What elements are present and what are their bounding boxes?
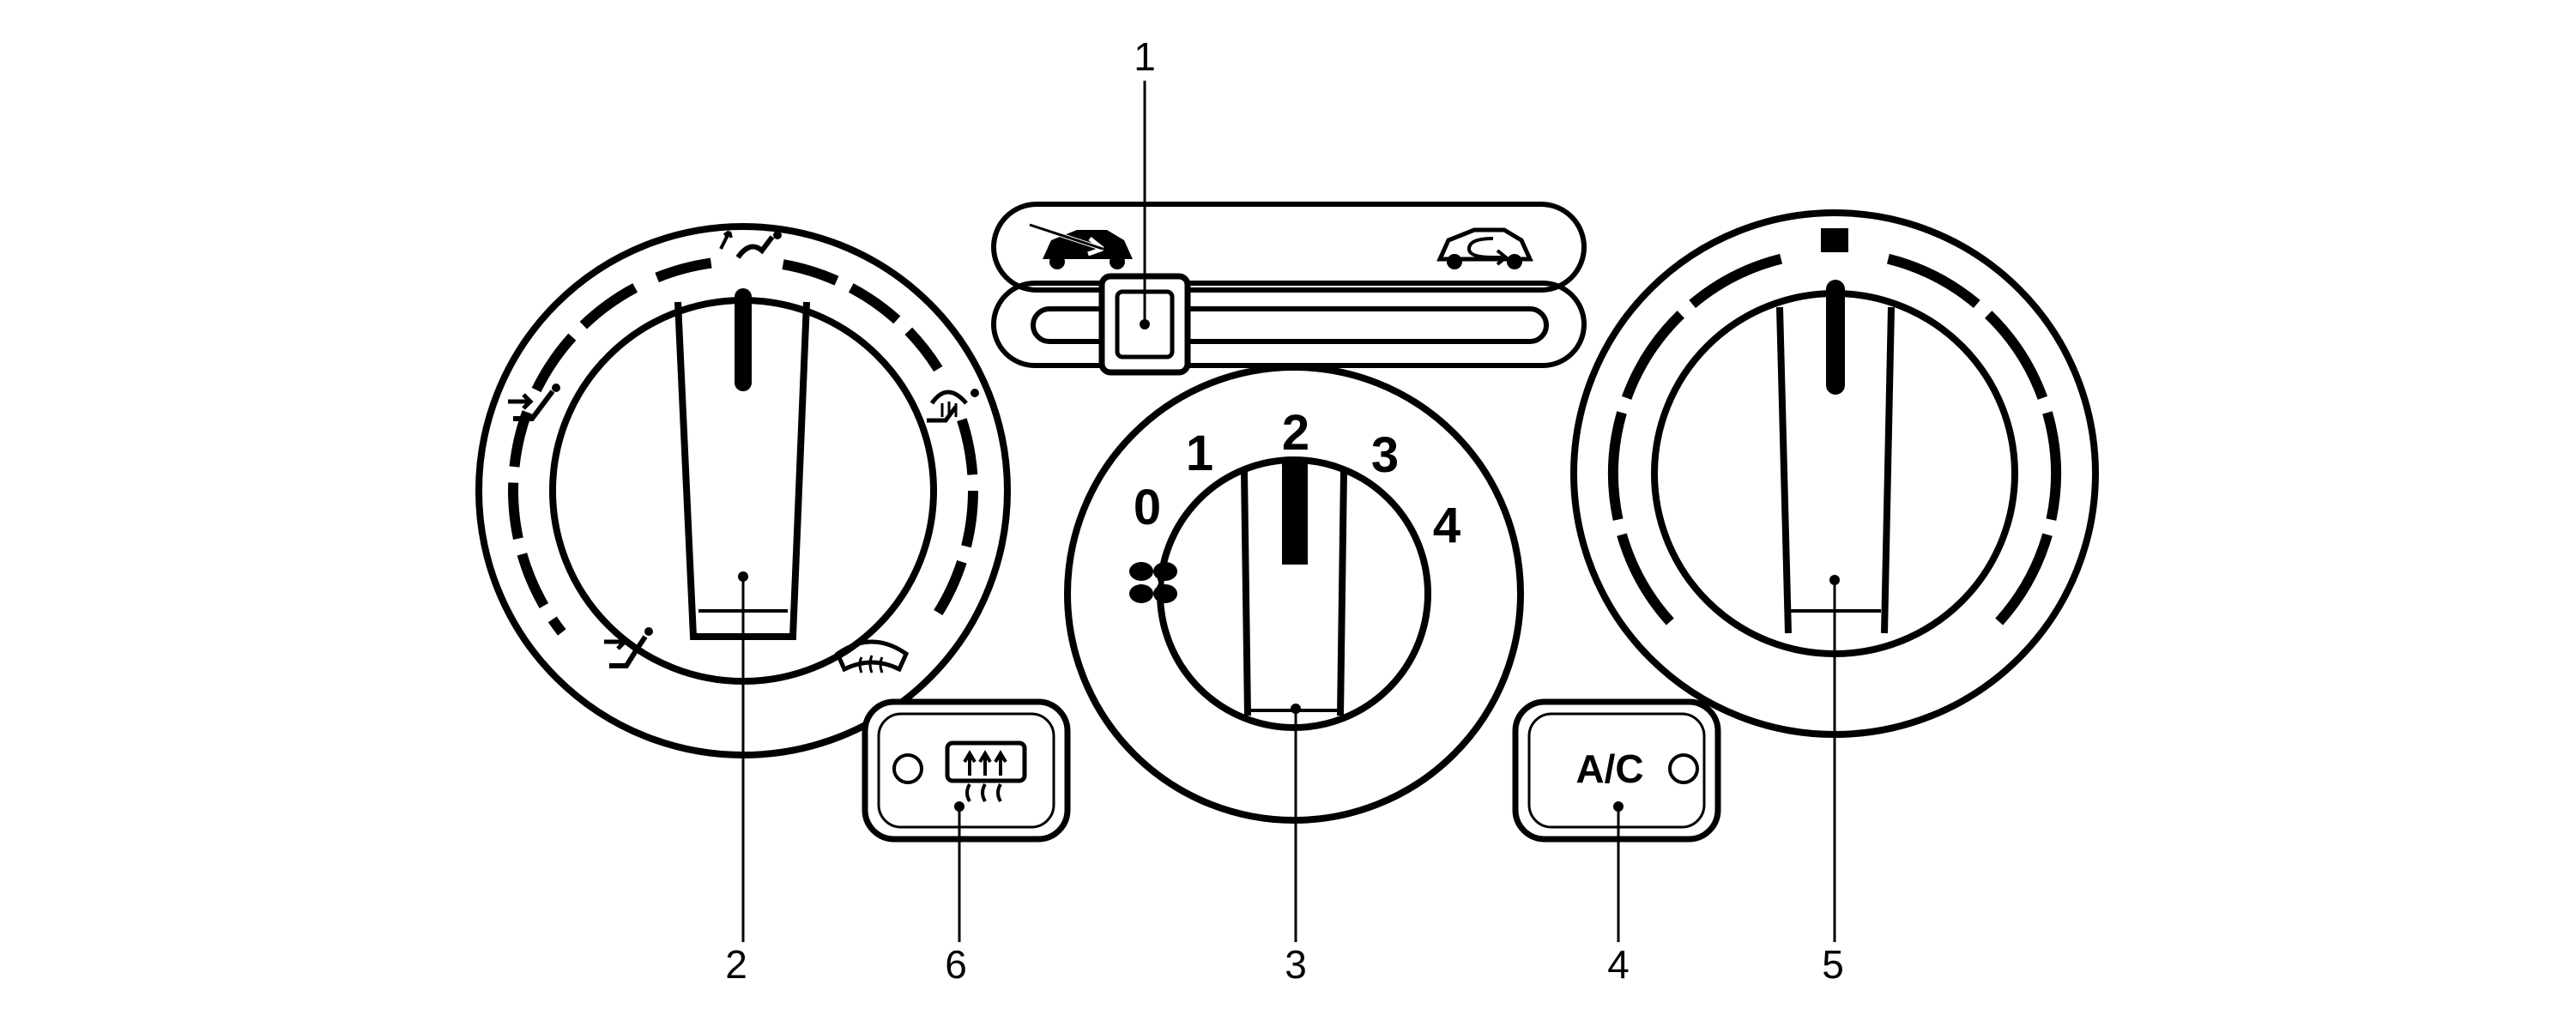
callout-4: 4 — [1607, 942, 1630, 987]
fan-speed-1: 1 — [1186, 426, 1213, 481]
temperature-segment-6 — [2042, 411, 2061, 521]
temperature-segment-5 — [1985, 311, 2048, 400]
temperature-segment-4 — [1886, 253, 1980, 309]
callout-3: 3 — [1285, 942, 1307, 987]
temperature-segment-3 — [1689, 253, 1783, 309]
air-flow-segment-7 — [961, 490, 978, 548]
callout-leaders — [741, 81, 1836, 942]
air-flow-scale-ring — [508, 257, 978, 636]
defrost-icon — [834, 639, 910, 674]
foot-defrost-icon — [927, 389, 979, 423]
temperature-dial[interactable] — [1570, 209, 2099, 738]
air-flow-segment-11 — [509, 410, 532, 468]
ac-button[interactable]: A/C — [1512, 698, 1721, 843]
air-flow-segment-0 — [531, 333, 577, 393]
air-flow-segment-5 — [904, 327, 943, 372]
air-flow-segment-3 — [782, 259, 839, 286]
air-flow-segment-4 — [848, 283, 901, 324]
fan-speed-dial[interactable]: 0 1 2 3 4 — [1064, 364, 1524, 824]
indicator-lamp-icon — [892, 753, 923, 784]
fan-speed-2: 2 — [1282, 405, 1309, 461]
foot-icon — [508, 384, 560, 421]
air-flow-segment-8 — [934, 559, 967, 616]
temperature-segment-0 — [1617, 533, 1674, 625]
callout-1: 1 — [1134, 34, 1156, 79]
rear-window-defroster-icon — [945, 740, 1027, 803]
fan-speed-3: 3 — [1371, 427, 1399, 483]
air-flow-segment-2 — [655, 257, 712, 283]
callout-6: 6 — [945, 942, 967, 987]
fan-icon — [1129, 562, 1177, 603]
temperature-segment-7 — [1995, 533, 2053, 625]
air-flow-segment-10 — [508, 482, 523, 540]
indicator-lamp-icon — [1668, 753, 1699, 784]
temperature-segment-1 — [1608, 411, 1627, 521]
vent-icon — [604, 627, 653, 668]
air-flow-segment-12 — [547, 616, 566, 636]
fan-speed-0: 0 — [1134, 480, 1161, 535]
recirculated-air-icon — [1436, 227, 1533, 269]
air-flow-segment-6 — [957, 418, 978, 475]
outside-air-icon — [1029, 222, 1133, 269]
rear-defroster-button[interactable] — [862, 698, 1071, 843]
callout-5: 5 — [1822, 942, 1844, 987]
cold-mark-icon — [1821, 228, 1848, 252]
bi-level-icon — [719, 230, 782, 259]
fan-speed-4: 4 — [1433, 498, 1460, 553]
temperature-scale-ring — [1608, 253, 2061, 625]
ac-button-label: A/C — [1575, 746, 1643, 791]
temperature-segment-2 — [1621, 311, 1684, 400]
air-flow-segment-1 — [579, 283, 638, 329]
air-intake-lever[interactable] — [991, 202, 1587, 376]
callout-2: 2 — [725, 942, 747, 987]
air-flow-segment-9 — [517, 553, 549, 608]
